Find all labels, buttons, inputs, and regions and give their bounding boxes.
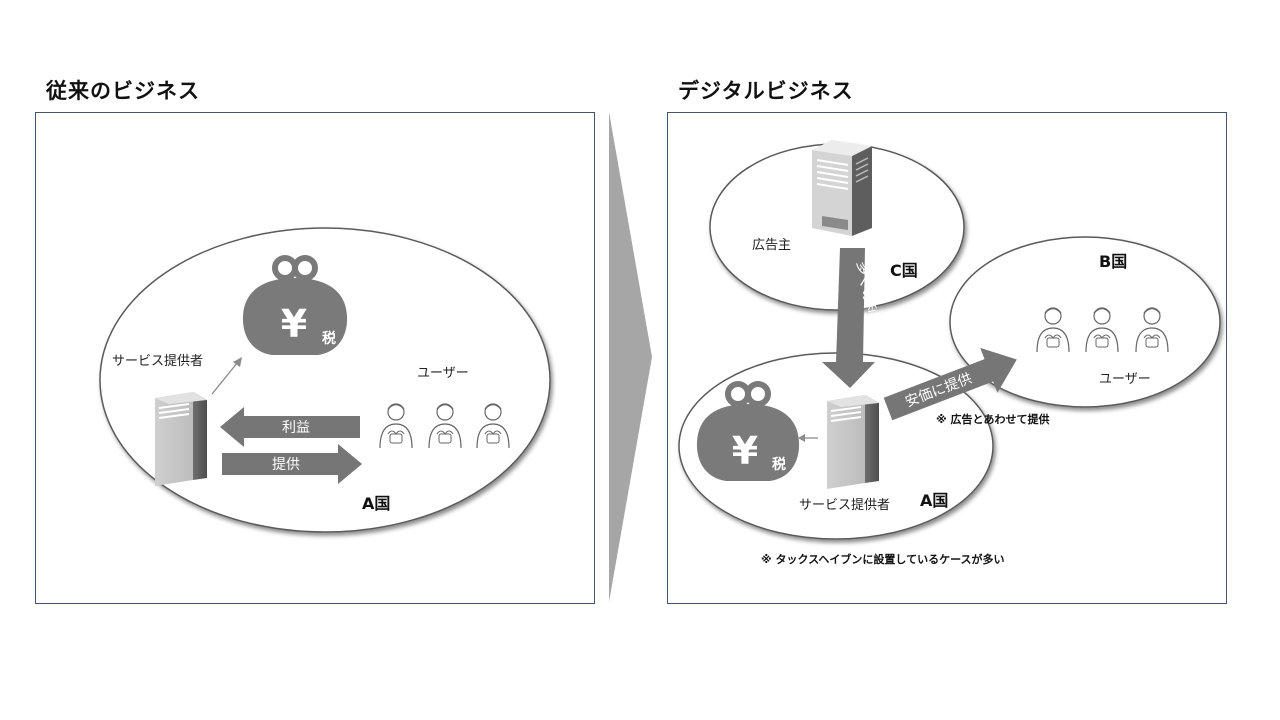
users-label-right: ユーザー — [1099, 372, 1151, 387]
country-a-ellipse — [99, 227, 551, 533]
right-title: デジタルビジネス — [678, 79, 854, 103]
provider-label: サービス提供者 — [112, 354, 204, 369]
server-icon — [154, 391, 208, 487]
chevron-right-icon — [609, 112, 652, 602]
country-a-label-right: A国 — [920, 491, 949, 510]
left-title: 従来のビジネス — [46, 79, 200, 103]
yen-symbol: ¥ — [281, 302, 307, 346]
profit-down-arrow — [822, 248, 875, 388]
purse-icon — [242, 255, 348, 355]
country-a-label: A国 — [362, 494, 391, 513]
yen-symbol-right: ¥ — [732, 429, 758, 473]
country-b-ellipse — [949, 236, 1221, 408]
thin-arrow-to-purse — [211, 361, 239, 395]
purse-icon — [696, 381, 800, 481]
provide-arrow-label: 提供 — [272, 457, 300, 473]
provide-arrow — [222, 444, 362, 484]
country-c-label: C国 — [890, 261, 918, 280]
tax-label: 税 — [322, 330, 336, 347]
users-label: ユーザー — [417, 366, 469, 381]
ad-note: ※ 広告とあわせて提供 — [936, 413, 1050, 426]
advertiser-label: 広告主 — [752, 238, 792, 253]
provider-label-right: サービス提供者 — [799, 498, 891, 513]
tax-haven-note: ※ タックスヘイブンに設置しているケースが多い — [761, 553, 1005, 566]
building-icon — [812, 140, 872, 236]
profit-arrow — [220, 407, 360, 447]
tax-label-right: 税 — [772, 456, 786, 473]
country-b-label: B国 — [1099, 252, 1128, 271]
profit-arrow-label: 利益 — [282, 420, 310, 436]
server-icon — [826, 394, 880, 490]
